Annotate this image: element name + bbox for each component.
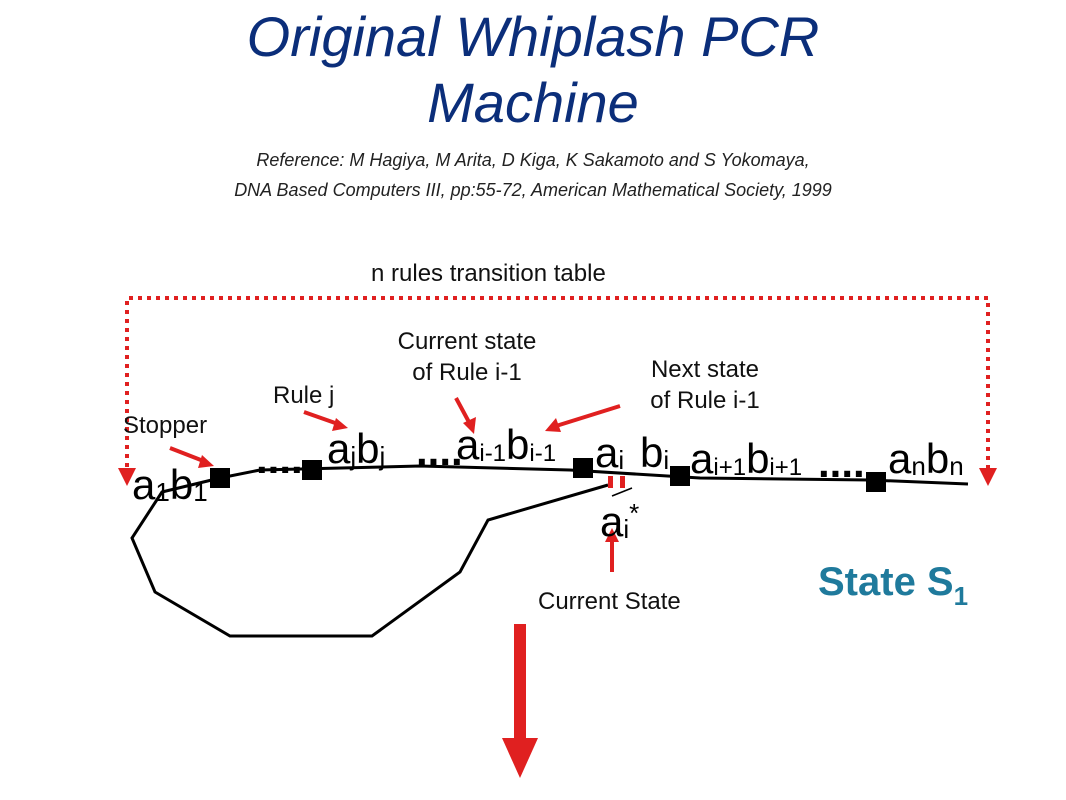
- transition-table-bracket: [125, 296, 990, 476]
- current-state-marker-right: [620, 476, 625, 488]
- separator-block-3: [573, 458, 593, 478]
- stopper-arrow-head: [198, 455, 214, 468]
- next-state-rule-line-1: Next state: [650, 356, 760, 383]
- symbol-anbn: anbn: [888, 435, 964, 482]
- ai-star-tick: [611, 487, 633, 497]
- title-line-2: Machine: [427, 71, 639, 134]
- symbol-ai: ai: [595, 429, 625, 476]
- state-label-subscript: 1: [953, 581, 969, 611]
- next-state-rule-label: Next state of Rule i-1: [620, 354, 790, 416]
- next-state-rule-arrow: [555, 404, 621, 428]
- symbol-a1b1: a1b1: [132, 461, 208, 508]
- separator-block-4: [670, 466, 690, 486]
- reference-line-2: DNA Based Computers III, pp:55-72, Ameri…: [234, 180, 832, 200]
- current-state-marker-left: [608, 476, 613, 488]
- symbol-bi: bi: [640, 429, 670, 476]
- stopper-arrow: [169, 446, 207, 464]
- current-state-rule-arrow-head: [463, 417, 476, 434]
- rule-j-arrow-head: [332, 418, 348, 431]
- symbol-ajbj: ajbj: [327, 425, 386, 472]
- current-state-rule-line-2: of Rule i-1: [412, 359, 522, 386]
- stopper-label: Stopper: [123, 412, 208, 439]
- rule-j-arrow: [303, 410, 339, 426]
- dna-hairpin-loop: [130, 476, 609, 638]
- symbol-ai+1bi+1: ai+1bi+1: [690, 435, 803, 482]
- bracket-arrowhead-left: [118, 468, 136, 486]
- stopper-block-1: [210, 468, 230, 488]
- separator-block-2: [302, 460, 322, 480]
- current-state-rule-label: Current state of Rule i-1: [372, 326, 562, 388]
- down-arrow-shaft: [514, 624, 526, 744]
- current-state-rule-line-1: Current state: [397, 328, 537, 355]
- dots-2: ....: [416, 427, 463, 474]
- state-label: State S1: [818, 560, 968, 612]
- reference-line-1: Reference: M Hagiya, M Arita, D Kiga, K …: [256, 150, 810, 170]
- next-state-rule-arrow-head: [545, 418, 561, 432]
- rule-j-label: Rule j: [273, 382, 335, 409]
- transition-table-label: n rules transition table: [371, 260, 606, 287]
- current-state-label: Current State: [538, 588, 681, 615]
- dots-1: ....: [256, 435, 303, 482]
- symbol-ai-1bi-1: ai-1bi-1: [456, 421, 557, 468]
- symbol-ai-star: ai*: [600, 498, 640, 545]
- next-state-rule-line-2: of Rule i-1: [650, 387, 760, 414]
- down-arrow-head: [502, 738, 538, 778]
- dots-3: ....: [818, 439, 865, 486]
- current-state-rule-arrow: [454, 397, 472, 425]
- state-label-text: State S: [818, 560, 954, 604]
- separator-block-5: [866, 472, 886, 492]
- current-state-arrow-head: [605, 528, 619, 542]
- page-title: Original Whiplash PCR Machine: [0, 4, 1066, 136]
- title-line-1: Original Whiplash PCR: [246, 5, 820, 68]
- bracket-arrowhead-right: [979, 468, 997, 486]
